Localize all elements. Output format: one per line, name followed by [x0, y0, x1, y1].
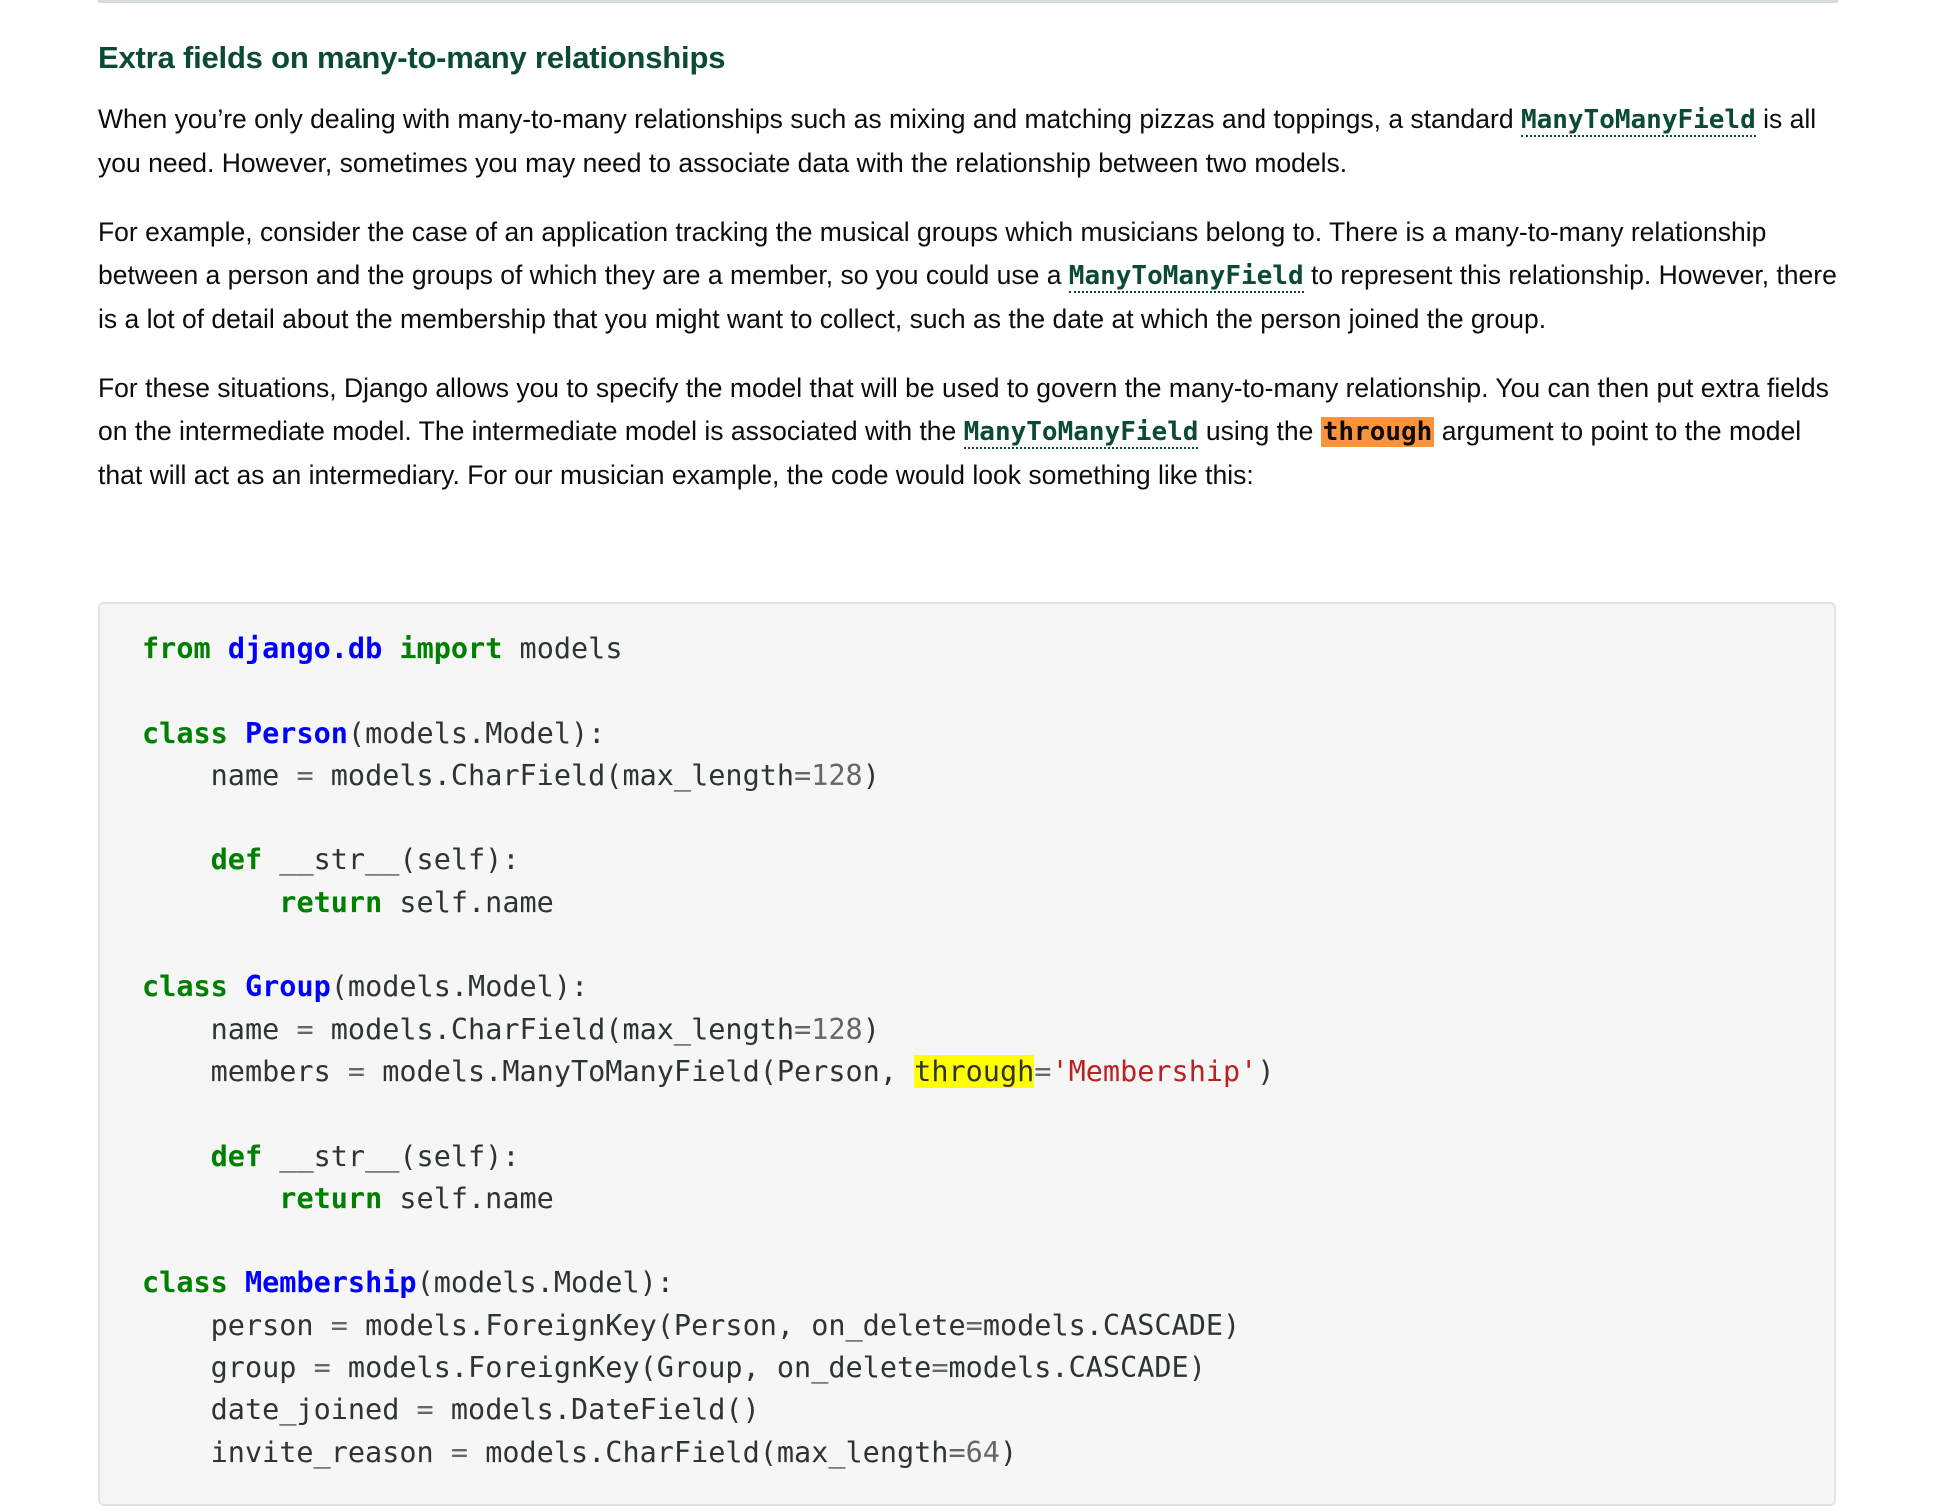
code-line: return self.name [279, 1181, 554, 1215]
code-line: group = models.ForeignKey(Group, on_dele… [142, 1351, 1206, 1385]
paragraph-through: For these situations, Django allows you … [98, 373, 1829, 490]
section-divider [98, 0, 1838, 3]
manytomanyfield-link[interactable]: ManyToManyField [1068, 261, 1304, 293]
code-line: invite_reason = models.CharField(max_len… [142, 1435, 1018, 1469]
code-line: name = models.CharField(max_length=128) [142, 758, 880, 792]
paragraph-example: For example, consider the case of an app… [98, 217, 1837, 334]
code-listing: from django.db import models class Perso… [142, 628, 1275, 1474]
code-line: def __str__(self): [210, 843, 520, 877]
paragraph-intro: When you’re only dealing with many-to-ma… [98, 104, 1817, 178]
code-line: members = models.ManyToManyField(Person,… [142, 1054, 1275, 1088]
section-heading: Extra fields on many-to-many relationshi… [98, 40, 726, 75]
code-block: from django.db import models class Perso… [98, 602, 1836, 1506]
code-line: class Group(models.Model): [142, 970, 589, 1004]
code-line: person = models.ForeignKey(Person, on_de… [142, 1308, 1241, 1342]
code-line: from django.db import models [142, 632, 623, 665]
manytomanyfield-link[interactable]: ManyToManyField [1520, 105, 1756, 137]
code-line: class Membership(models.Model): [142, 1266, 674, 1300]
code-line: class Person(models.Model): [142, 716, 606, 750]
code-line: def __str__(self): [210, 1139, 520, 1173]
code-line: return self.name [279, 885, 554, 919]
doc-section: Extra fields on many-to-many relationshi… [98, 36, 1858, 497]
code-line: name = models.CharField(max_length=128) [142, 1012, 880, 1046]
manytomanyfield-link[interactable]: ManyToManyField [963, 417, 1199, 449]
through-literal-highlight: through [1320, 417, 1435, 447]
code-line: date_joined = models.DateField() [142, 1393, 760, 1427]
